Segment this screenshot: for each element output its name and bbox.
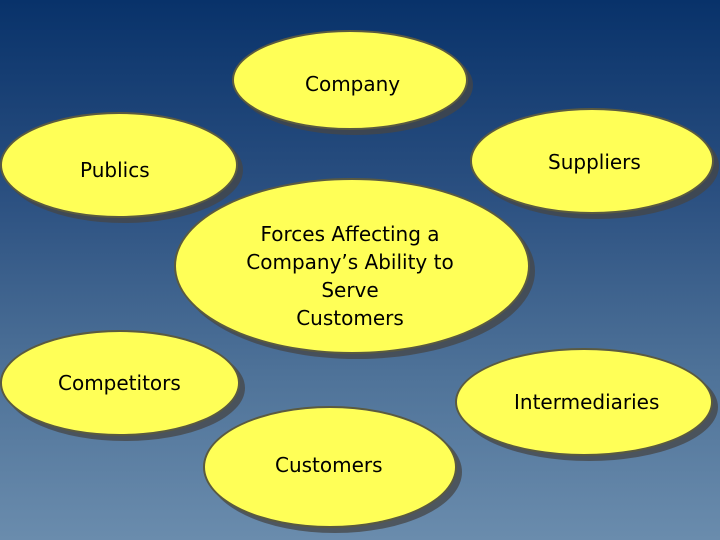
center-ellipse bbox=[174, 178, 530, 354]
competitors-ellipse bbox=[0, 330, 240, 436]
company-ellipse bbox=[232, 30, 468, 130]
customers-ellipse bbox=[203, 406, 457, 528]
publics-label: Publics bbox=[80, 158, 150, 182]
publics-ellipse bbox=[0, 112, 238, 218]
company-label: Company bbox=[305, 72, 401, 96]
suppliers-label: Suppliers bbox=[548, 150, 641, 174]
center-label: Forces Affecting a Company’s Ability to … bbox=[0, 220, 700, 332]
center-label-line-3: Serve bbox=[321, 278, 379, 302]
center-label-line-4: Customers bbox=[296, 306, 404, 330]
competitors-label: Competitors bbox=[58, 371, 181, 395]
customers-label: Customers bbox=[275, 453, 383, 477]
center-label-line-1: Forces Affecting a bbox=[260, 222, 440, 246]
intermediaries-ellipse bbox=[455, 348, 713, 456]
suppliers-ellipse bbox=[470, 108, 714, 214]
intermediaries-label: Intermediaries bbox=[514, 390, 660, 414]
center-label-line-2: Company’s Ability to bbox=[246, 250, 454, 274]
